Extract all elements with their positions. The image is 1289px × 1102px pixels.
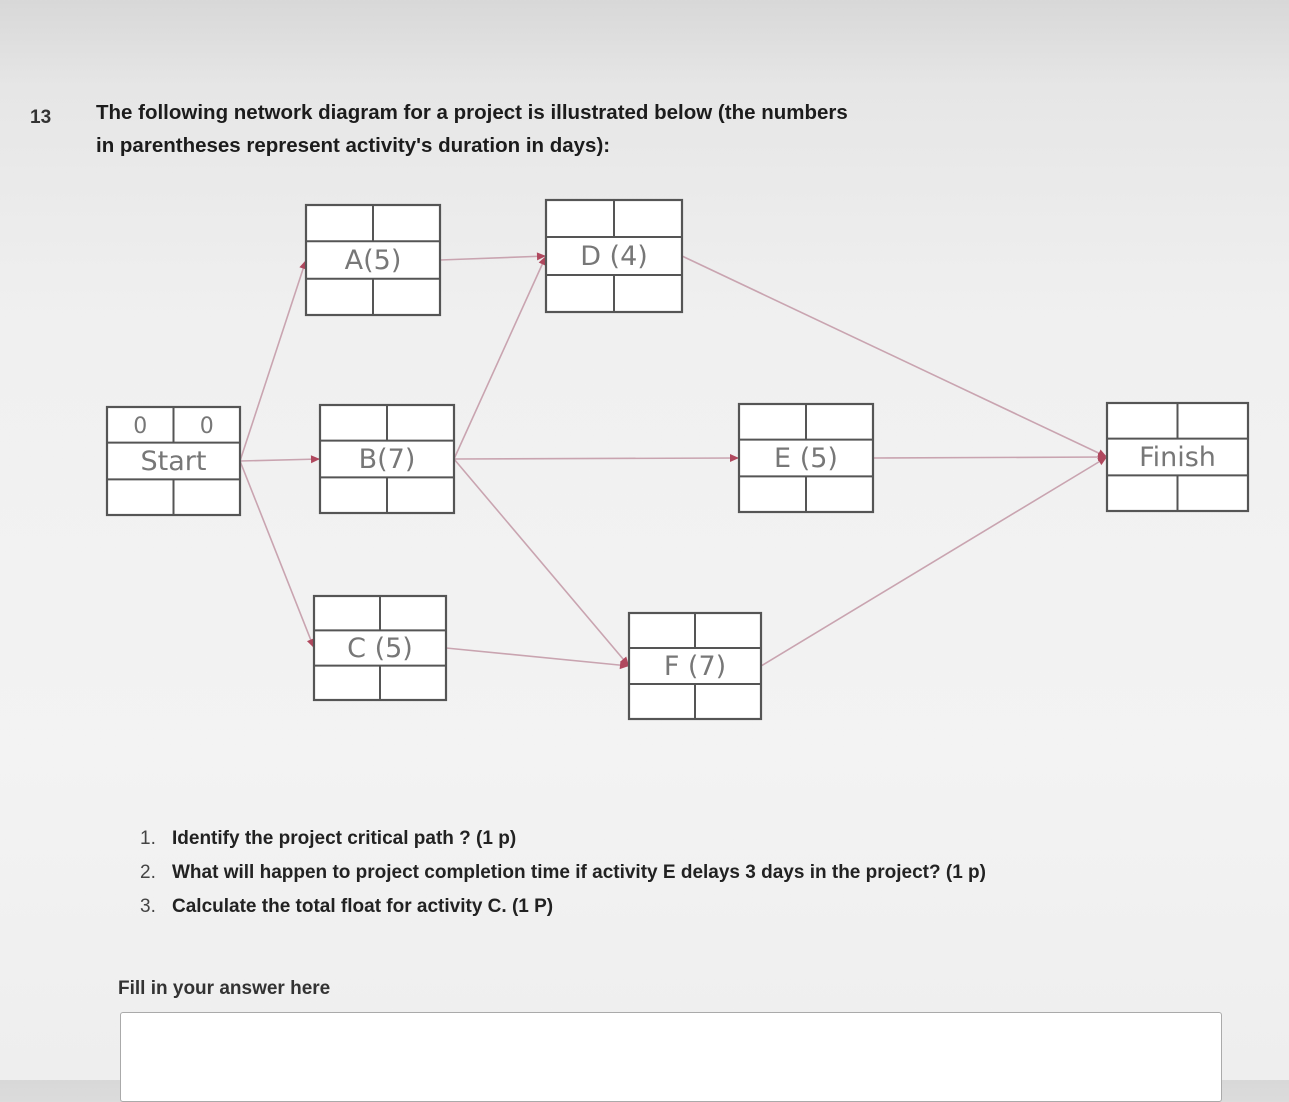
node-label: B(7) [359,444,416,475]
node-label: Start [141,446,207,477]
edge-a-d [439,255,547,261]
arrowhead [538,256,546,266]
node-a: A(5) [304,203,442,317]
arrowhead [1097,457,1107,466]
edge-start-a [239,259,307,462]
prompt-line-2: in parentheses represent activity's dura… [96,134,611,157]
arrowhead [310,455,320,464]
question-item: 3. Calculate the total float for activity… [140,890,986,924]
answer-label: Fill in your answer here [118,978,331,999]
question-list: 1. Identify the project critical path ? (… [140,822,986,924]
edge-d-finish [681,255,1108,458]
node-finish: Finish [1105,401,1250,513]
arrowhead [536,252,546,261]
network-diagram: Start 0 0 A(5) B(7) C (5) D (4) E (5) F (7) Finis… [105,198,1250,721]
question-prompt: The following network diagram for a proj… [96,96,996,162]
node-label: Finish [1139,442,1216,473]
question-item-text: What will happen to project completion t… [172,862,986,883]
arrowhead [619,661,629,670]
arrowhead [306,638,315,648]
question-item: 2. What will happen to project completion… [140,856,986,890]
edge-start-c [239,460,315,649]
question-item-text: Identify the project critical path ? (1 … [172,828,517,849]
node-c: C (5) [312,594,448,702]
node-f: F (7) [627,611,763,721]
edge-b-e [453,457,740,460]
arrowhead [729,454,739,463]
node-d: D (4) [544,198,684,314]
edge-c-f [445,647,630,667]
node-label: D (4) [580,241,648,272]
node-label: E (5) [774,443,838,474]
answer-input[interactable] [120,1012,1222,1102]
edge-start-b [239,458,321,462]
node-label: F (7) [664,651,726,682]
question-item-text: Calculate the total float for activity C… [172,896,554,917]
question-item-number: 3. [140,896,156,917]
node-early-finish: 0 [200,414,214,439]
node-label: A(5) [345,245,402,276]
node-label: C (5) [347,633,413,664]
edge-f-finish [760,456,1108,667]
edge-b-f [453,458,630,667]
question-item: 1. Identify the project critical path ? (… [140,822,986,856]
node-start: Start 0 0 [105,405,242,517]
question-number: 13 [30,107,52,128]
arrowhead [620,656,629,666]
question-item-number: 2. [140,862,156,883]
edge-b-d [453,255,547,460]
edge-e-finish [872,456,1108,459]
node-e: E (5) [737,402,875,514]
edges-layer [239,252,1108,670]
nodes-layer: Start 0 0 A(5) B(7) C (5) D (4) E (5) F (7) Finis… [105,198,1250,721]
prompt-line-1: The following network diagram for a proj… [96,101,848,124]
node-b: B(7) [318,403,456,515]
node-early-start: 0 [133,414,147,439]
question-item-number: 1. [140,828,156,849]
